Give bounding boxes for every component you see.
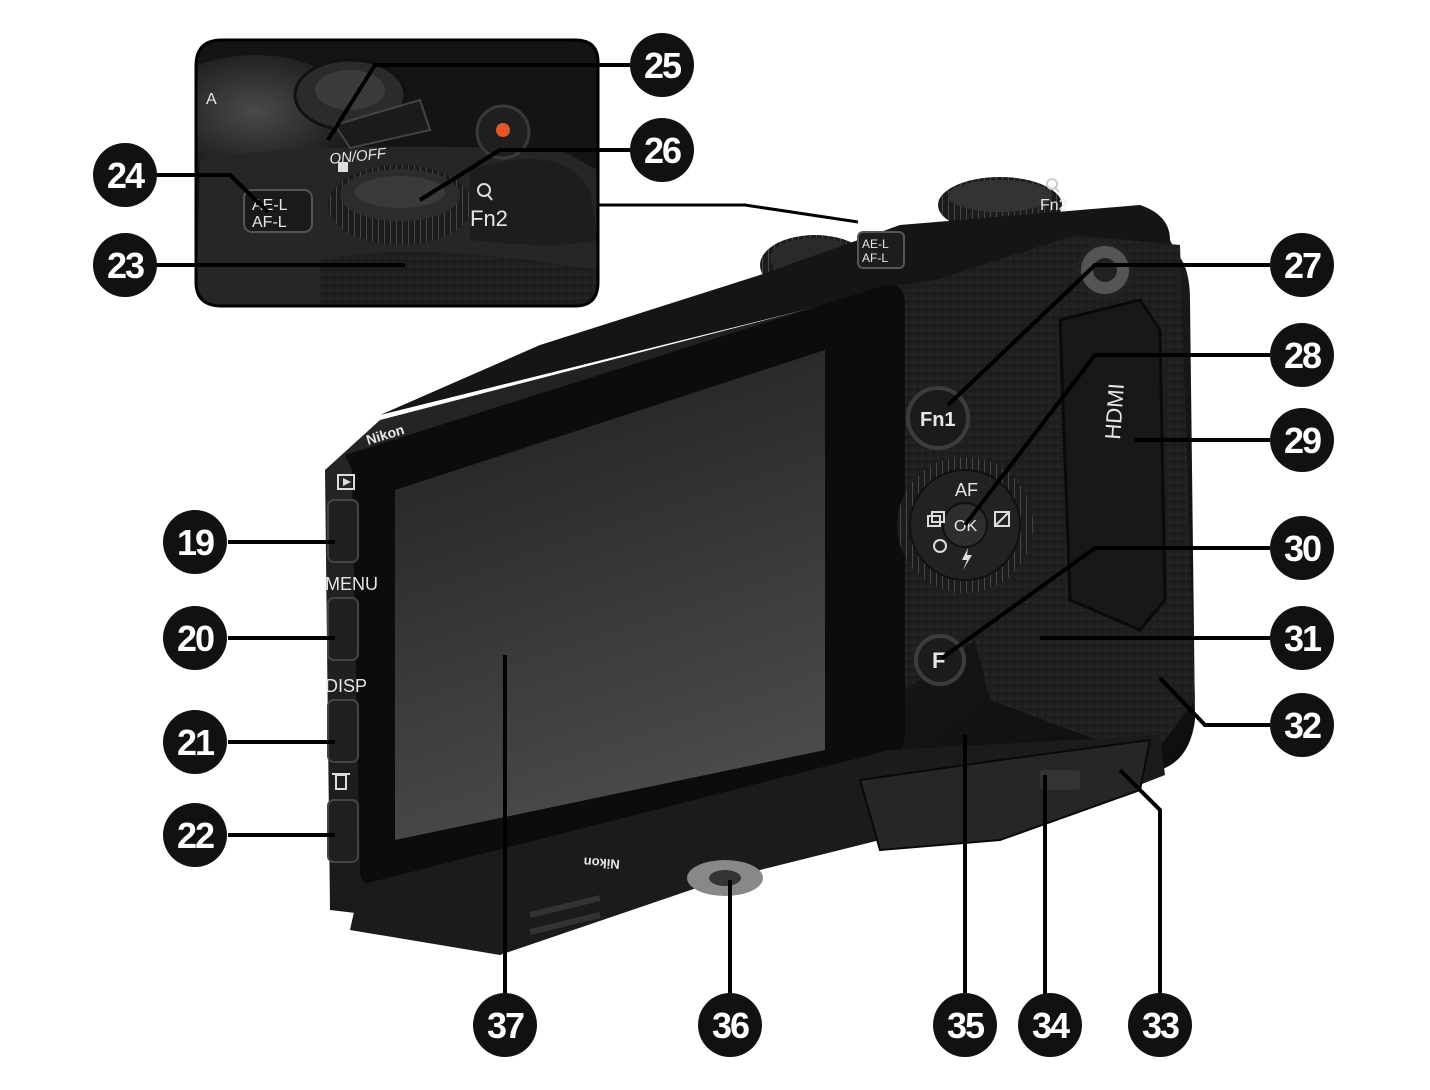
camera-body: Fn2 HDMI Nikon MENU DISP (325, 177, 1195, 955)
brand-bottom: Nikon (583, 854, 620, 871)
leader-30 (940, 546, 1270, 660)
monitor (395, 350, 825, 840)
svg-text:29: 29 (1284, 420, 1321, 461)
svg-text:30: 30 (1284, 528, 1321, 569)
callout-27: 27 (1270, 233, 1334, 297)
svg-text:26: 26 (644, 130, 681, 171)
callout-19: 19 (163, 510, 227, 574)
callout-30: 30 (1270, 516, 1334, 580)
af-label: AF (955, 480, 978, 500)
callout-28: 28 (1270, 323, 1334, 387)
callout-25: 25 (630, 33, 694, 97)
callout-21: 21 (163, 710, 227, 774)
callout-24: 24 (93, 143, 157, 207)
disp-label: DISP (325, 676, 367, 696)
leader-27 (946, 263, 1270, 407)
f-label: F (932, 648, 945, 673)
disp-button (327, 699, 359, 763)
leader-28 (963, 353, 1270, 527)
leader-lines (155, 63, 1270, 995)
focus-area-icon (338, 162, 348, 172)
svg-text:21: 21 (177, 722, 215, 763)
ael-label-inset: AE-L (252, 197, 288, 214)
hdmi-label: HDMI (1100, 383, 1129, 441)
mode-dial-label: A (206, 91, 217, 108)
svg-text:19: 19 (177, 522, 214, 563)
leader-26 (418, 148, 630, 202)
ok-label: OK (954, 518, 977, 535)
callout-32: 32 (1270, 693, 1334, 757)
callout-29: 29 (1270, 408, 1334, 472)
leader-25 (326, 63, 630, 142)
callout-36: 36 (698, 993, 762, 1057)
menu-label: MENU (325, 574, 378, 594)
continuous-icon (927, 511, 945, 527)
fn2-label-top: Fn2 (1040, 197, 1068, 214)
leader-24 (155, 173, 270, 214)
callout-20: 20 (163, 606, 227, 670)
callout-33: 33 (1128, 993, 1192, 1057)
leader-33 (1118, 768, 1162, 995)
exposure-comp-icon (994, 511, 1010, 527)
ael-afl-button-inset (243, 189, 313, 233)
magnify-icon (477, 183, 493, 201)
callout-37: 37 (473, 993, 537, 1057)
callout-35: 35 (933, 993, 997, 1057)
svg-text:35: 35 (947, 1005, 985, 1046)
svg-text:36: 36 (712, 1005, 749, 1046)
svg-text:22: 22 (177, 815, 214, 856)
inset-connector-line (598, 203, 859, 224)
self-timer-icon (933, 539, 947, 553)
delete-icon (332, 773, 350, 790)
leader-32 (1158, 676, 1270, 727)
flash-icon (962, 548, 972, 570)
f-button (914, 634, 966, 686)
playback-icon (337, 474, 355, 490)
svg-text:23: 23 (107, 245, 144, 286)
callout-23: 23 (93, 233, 157, 297)
battery-latch (1040, 770, 1080, 790)
svg-text:34: 34 (1032, 1005, 1070, 1046)
callout-31: 31 (1270, 606, 1334, 670)
callout-26: 26 (630, 118, 694, 182)
svg-text:33: 33 (1142, 1005, 1179, 1046)
svg-text:24: 24 (107, 155, 145, 196)
afl-label: AF-L (862, 251, 888, 265)
playback-button (327, 499, 359, 563)
callout-34: 34 (1018, 993, 1082, 1057)
ael-label: AE-L (862, 237, 889, 251)
ael-afl-button (857, 231, 905, 269)
delete-button (327, 799, 359, 863)
svg-text:31: 31 (1284, 618, 1322, 659)
afl-label-inset: AF-L (252, 214, 287, 231)
menu-button (327, 597, 359, 661)
power-switch (333, 98, 432, 150)
svg-text:20: 20 (177, 618, 214, 659)
svg-text:28: 28 (1284, 335, 1321, 376)
svg-text:27: 27 (1284, 245, 1321, 286)
callout-22: 22 (163, 803, 227, 867)
magnify-icon-top (1046, 178, 1060, 193)
svg-text:25: 25 (644, 45, 682, 86)
svg-text:32: 32 (1284, 705, 1321, 746)
fn1-label: Fn1 (920, 409, 956, 431)
connector-cover (1058, 298, 1167, 632)
svg-text:37: 37 (487, 1005, 524, 1046)
fn2-label-inset: Fn2 (470, 206, 508, 231)
